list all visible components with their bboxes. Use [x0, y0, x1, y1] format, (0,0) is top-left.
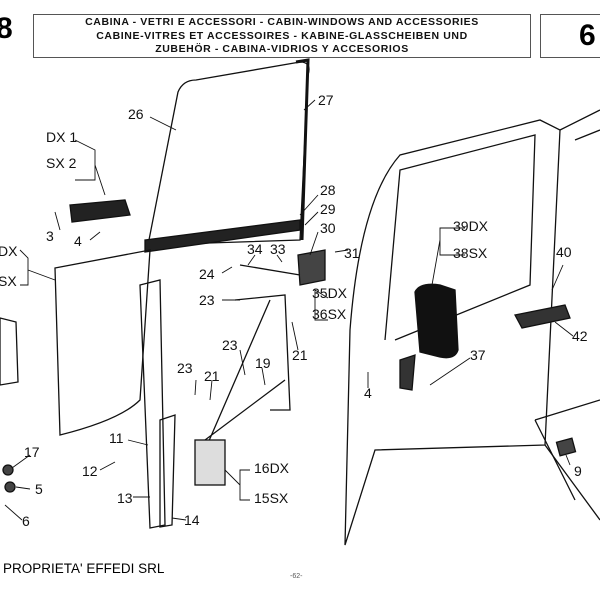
regulator-motor	[194, 439, 226, 486]
title-line: ZUBEHÖR - CABINA-VIDRIOS Y ACCESORIOS	[155, 43, 409, 55]
front-rail	[159, 414, 176, 528]
glass-channel	[144, 219, 301, 253]
callout-36sx: 36SX	[312, 306, 347, 322]
callout-sx: SX	[0, 273, 17, 289]
callout-dx: DX	[0, 243, 18, 259]
rear-view-mirror	[414, 283, 459, 359]
door-trim-panel	[534, 399, 600, 501]
side-bracket	[0, 317, 19, 386]
group-number-right: 6	[579, 19, 596, 52]
callout-15sx: 15SX	[254, 490, 289, 506]
door-lock	[297, 249, 326, 286]
callout-11: 11	[109, 430, 124, 446]
nut-5	[4, 481, 16, 493]
callout-19: 19	[255, 355, 271, 371]
callout-5: 5	[35, 481, 43, 497]
callout-14: 14	[184, 512, 200, 528]
callout-40: 40	[556, 244, 572, 260]
callout-3: 3	[46, 228, 54, 244]
callout-12: 12	[82, 463, 98, 479]
nut-17	[2, 464, 14, 476]
lock-rod	[239, 264, 301, 276]
callout-42: 42	[572, 328, 588, 344]
window-regulator	[204, 294, 291, 451]
title-line: CABINA - VETRI E ACCESSORI - CABIN-WINDO…	[85, 16, 479, 28]
callout-24: 24	[199, 266, 215, 282]
callout-37: 37	[470, 347, 486, 363]
callout-33: 33	[270, 241, 286, 257]
mirror-arm	[399, 354, 416, 391]
door-glass	[147, 61, 310, 246]
callout-29: 29	[320, 201, 336, 217]
callout-4: 4	[74, 233, 82, 249]
page-number: -62-	[290, 573, 303, 580]
callout-26: 26	[128, 106, 144, 122]
door-window-frame	[384, 134, 536, 341]
callout-23: 23	[222, 337, 238, 353]
page-title: CABINA - VETRI E ACCESSORI - CABIN-WINDO…	[33, 14, 531, 58]
callout-27: 27	[318, 92, 334, 108]
callout-4-right: 4	[364, 385, 372, 401]
door-panel	[54, 249, 151, 436]
callout-1-dx: DX 1	[46, 129, 78, 145]
callout-16dx: 16DX	[254, 460, 290, 476]
callout-31: 31	[344, 245, 360, 261]
group-number-box-right: 6	[540, 14, 600, 58]
leader-lines	[4, 99, 574, 521]
callout-17: 17	[24, 444, 40, 460]
callout-39dx: 39DX	[453, 218, 489, 234]
group-number-left: 8	[0, 12, 13, 45]
callout-23: 23	[199, 292, 215, 308]
cab-door-outline	[344, 119, 561, 546]
glass-frame	[295, 58, 310, 241]
outer-handle	[514, 304, 571, 329]
callout-9: 9	[574, 463, 582, 479]
callout-34: 34	[247, 241, 263, 257]
part-9	[555, 437, 577, 457]
door-handle-inner	[69, 199, 131, 223]
callout-21: 21	[292, 347, 308, 363]
callout-30: 30	[320, 220, 336, 236]
title-line: CABINE-VITRES ET ACCESSOIRES - KABINE-GL…	[96, 29, 468, 42]
callout-23: 23	[177, 360, 193, 376]
callout-21: 21	[204, 368, 220, 384]
callout-38sx: 38SX	[453, 245, 488, 261]
callout-28: 28	[320, 182, 336, 198]
callout-35dx: 35DX	[312, 285, 348, 301]
callout-6: 6	[22, 513, 30, 529]
callout-13: 13	[117, 490, 133, 506]
callout-2-sx: SX 2	[46, 155, 77, 171]
footer-owner: PROPRIETA' EFFEDI SRL	[3, 561, 165, 576]
rear-rail	[139, 279, 166, 529]
